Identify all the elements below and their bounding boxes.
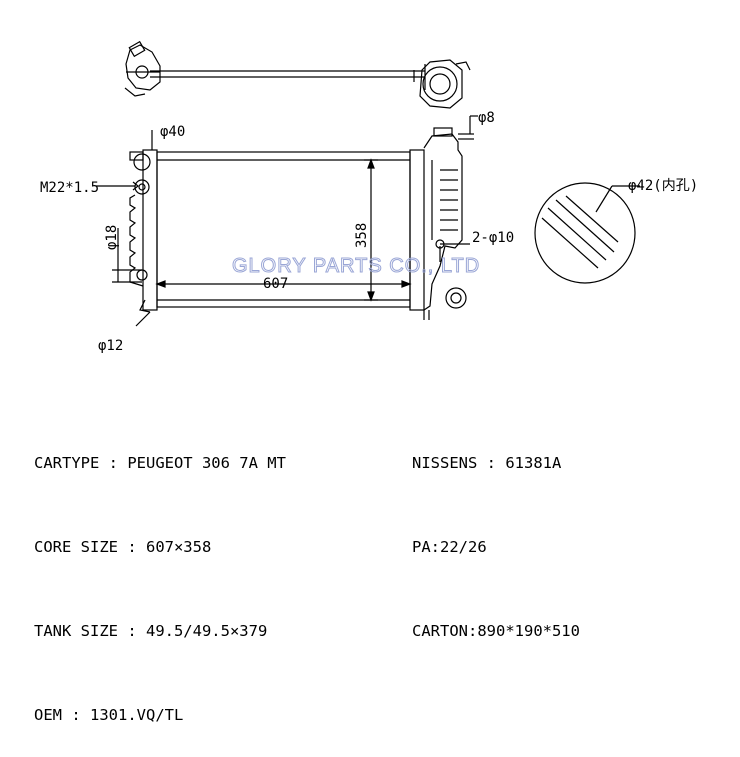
label-two-phi10: 2-φ10 xyxy=(472,230,514,246)
label-phi12: φ12 xyxy=(98,338,123,354)
spec-block-left: CARTYPE : PEUGEOT 306 7A MT CORE SIZE : … xyxy=(34,393,286,757)
label-core-height: 358 xyxy=(354,223,370,248)
spec-carton: CARTON:890*190*510 xyxy=(412,622,580,640)
radiator-drawing: GLORY PARTS CO., LTD φ40 φ8 M22*1.5 φ18 … xyxy=(40,40,698,354)
spec-cartype: CARTYPE : PEUGEOT 306 7A MT xyxy=(34,454,286,472)
spec-block-right: NISSENS : 61381A PA:22/26 CARTON:890*190… xyxy=(412,393,580,673)
label-phi18: φ18 xyxy=(104,225,120,250)
label-core-width: 607 xyxy=(263,276,288,292)
detail-view xyxy=(534,182,640,284)
label-phi8: φ8 xyxy=(478,110,495,126)
label-m22: M22*1.5 xyxy=(40,180,99,196)
radiator-core xyxy=(96,115,478,327)
top-view xyxy=(124,40,471,109)
spec-oem: OEM : 1301.VQ/TL xyxy=(34,706,184,724)
spec-pa: PA:22/26 xyxy=(412,538,487,556)
spec-nissens: NISSENS : 61381A xyxy=(412,454,562,472)
watermark: GLORY PARTS CO., LTD xyxy=(232,255,480,277)
spec-tank-size: TANK SIZE : 49.5/49.5×379 xyxy=(34,622,268,640)
label-phi40: φ40 xyxy=(160,124,185,140)
label-phi42: φ42(内孔) xyxy=(628,178,698,194)
spec-core-size: CORE SIZE : 607×358 xyxy=(34,538,212,556)
